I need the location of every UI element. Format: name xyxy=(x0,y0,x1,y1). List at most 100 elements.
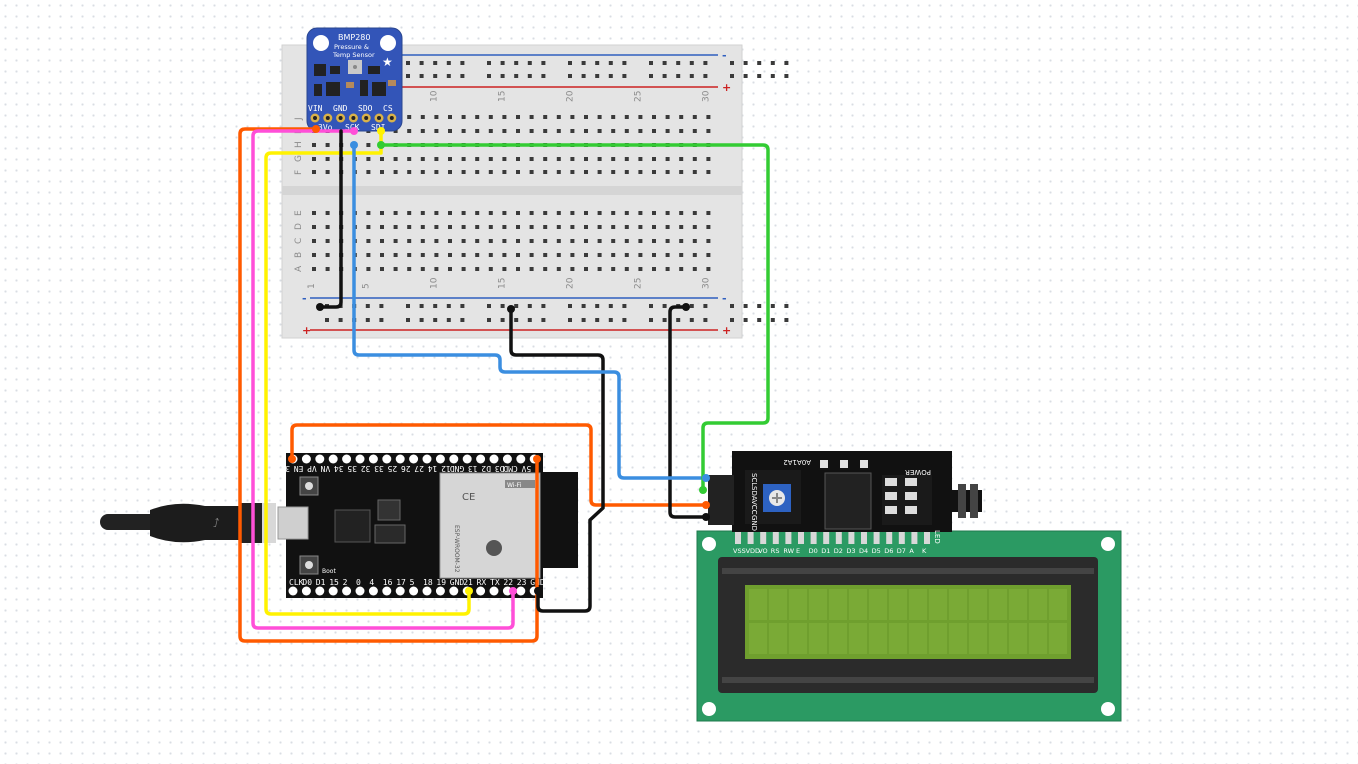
column-number: 10 xyxy=(429,277,439,289)
lcd-pin-label: K xyxy=(922,547,927,555)
rail-minus-label: - xyxy=(722,49,727,62)
esp-pin-label-bottom: RX xyxy=(477,578,487,587)
column-number: 15 xyxy=(497,278,507,289)
lcd-cell xyxy=(829,589,847,620)
header-pin-hole xyxy=(338,116,343,120)
lcd-cell xyxy=(969,589,987,620)
lcd-character-cells xyxy=(749,589,1067,654)
lcd-cell xyxy=(929,589,947,620)
lcd-pin xyxy=(747,532,754,544)
lcd-cell xyxy=(869,589,887,620)
esp-pin-label-bottom: TX xyxy=(490,578,500,587)
lcd-pin xyxy=(835,532,842,544)
pin-top xyxy=(435,454,445,464)
pin-top xyxy=(502,454,512,464)
esp-pin-label-top: 26 xyxy=(401,464,411,473)
row-letter: E xyxy=(294,210,304,216)
row-letter: D xyxy=(294,223,304,230)
esp-pin-label-bottom: 5 xyxy=(410,578,415,587)
bmp280-subtitle-2: Temp Sensor xyxy=(332,51,375,59)
pin-bottom xyxy=(315,586,325,596)
lcd-cell xyxy=(829,623,847,654)
lcd-cell xyxy=(749,589,767,620)
esp-pin-label-top: 14 xyxy=(428,464,438,473)
lcd-pin xyxy=(823,532,830,544)
i2c-backpack: A0A1A2 POWER LED GND VCC SDA SCL xyxy=(708,451,982,544)
esp-pin-label-top: D2 xyxy=(481,464,491,473)
led-label: LED xyxy=(933,530,941,544)
backpack-pin-sda: SDA xyxy=(750,486,758,501)
pin-top xyxy=(355,454,365,464)
rail-plus-label-left: + xyxy=(302,324,311,337)
wire-black-gnd-esp[interactable] xyxy=(509,307,605,613)
esp-pin-label-bottom: CLK xyxy=(289,578,304,587)
lcd-pin-label: RW xyxy=(783,547,794,555)
wire-black-gnd-lcd[interactable] xyxy=(668,305,708,519)
lcd-pin xyxy=(735,532,741,544)
lcd-cell xyxy=(1029,623,1047,654)
bmp-pin-sdi: SDI xyxy=(371,123,386,132)
pin-bottom xyxy=(489,586,499,596)
wire-black-gnd-sensor[interactable] xyxy=(318,129,343,309)
pin-top xyxy=(395,454,405,464)
lcd-pin xyxy=(785,532,792,544)
lcd-cell xyxy=(989,589,1007,620)
esp-pin-label-bottom: GND xyxy=(450,578,465,587)
column-number: 15 xyxy=(497,91,507,102)
bmp-pin-header xyxy=(310,113,397,123)
pin-top xyxy=(516,454,526,464)
boot-label: Boot xyxy=(322,568,336,575)
lcd-pin-label: D3 xyxy=(846,547,855,555)
column-number: 30 xyxy=(701,90,711,102)
lcd-pin xyxy=(810,532,817,544)
pin-bottom xyxy=(476,586,486,596)
wire-orange-vcc[interactable] xyxy=(290,423,708,507)
pin-bottom xyxy=(288,586,298,596)
usb-icon: ⭜ xyxy=(213,516,219,530)
lcd-pin-label: D5 xyxy=(872,547,881,555)
column-number: 20 xyxy=(565,277,575,289)
pin-top xyxy=(462,454,472,464)
power-label: POWER xyxy=(905,468,931,476)
esp-pin-label-top: 35 xyxy=(347,464,357,473)
esp-pin-label-bottom: D0 xyxy=(302,578,312,587)
wire-pink-scl[interactable] xyxy=(251,129,515,630)
wifi-label: Wi-Fi xyxy=(507,482,522,489)
rail-plus-label-bottom: + xyxy=(722,324,731,337)
esp-pin-label-bottom: 16 xyxy=(383,578,393,587)
wire-blue-sda[interactable] xyxy=(352,143,708,480)
lcd-pin-label: A xyxy=(909,547,914,555)
lcd-cell xyxy=(1009,589,1027,620)
pin-top xyxy=(476,454,486,464)
wire-yellow-sda[interactable] xyxy=(264,129,471,616)
esp-pin-label-bottom: 21 xyxy=(463,578,473,587)
esp-pin-label-top: EN xyxy=(294,464,304,473)
rail-minus-label-bottom: - xyxy=(722,292,727,305)
lcd-cell xyxy=(889,623,907,654)
bmp-pin-cs: CS xyxy=(383,104,393,113)
lcd-cell xyxy=(969,623,987,654)
pin-bottom xyxy=(328,586,338,596)
pin-top xyxy=(449,454,459,464)
lcd-cell xyxy=(949,623,967,654)
row-letter: J xyxy=(294,117,304,121)
column-number: 1 xyxy=(307,283,317,289)
pin-bottom xyxy=(435,586,445,596)
esp-pin-label-top: 13 xyxy=(468,464,478,473)
lcd-cell xyxy=(809,589,827,620)
esp-pin-label-top: VN xyxy=(320,464,330,473)
mount-hole xyxy=(313,35,329,51)
esp-pin-label-top: 25 xyxy=(387,464,397,473)
pin-top xyxy=(489,454,499,464)
pin-bottom xyxy=(395,586,405,596)
address-label: A0A1A2 xyxy=(783,458,811,466)
lcd-cell xyxy=(949,589,967,620)
esp-pin-label-top: 27 xyxy=(414,464,424,473)
lcd-pin xyxy=(798,532,804,544)
lcd-pin-label: VSS xyxy=(733,547,746,555)
esp-pin-label-bottom: 23 xyxy=(517,578,527,587)
wire-orange-power[interactable] xyxy=(238,127,539,643)
lcd-pin xyxy=(760,532,767,544)
wire-green-scl[interactable] xyxy=(379,143,770,492)
lcd-pin-label: D0 xyxy=(809,547,818,555)
